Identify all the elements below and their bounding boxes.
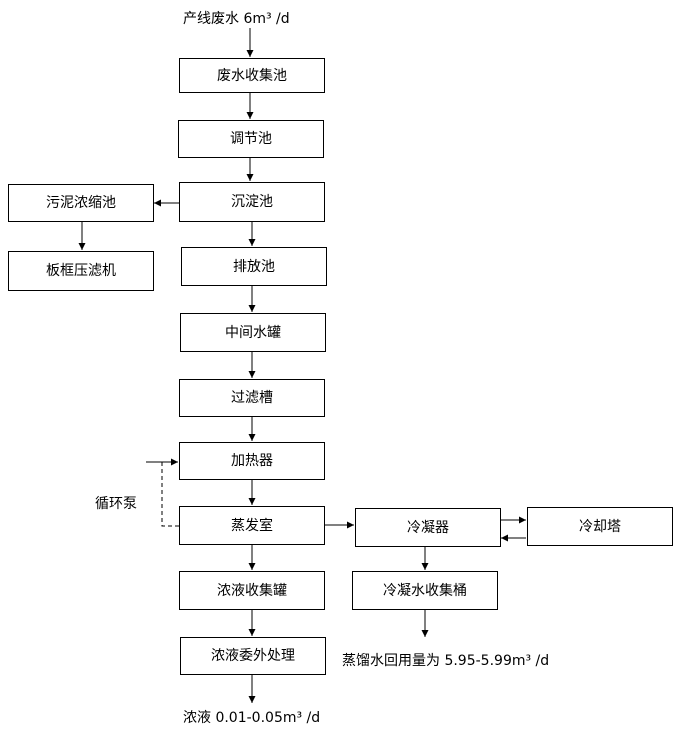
recycle-water-label: 蒸馏水回用量为 5.95-5.99m³ /d: [342, 653, 550, 669]
box-evaporator: 蒸发室: [179, 506, 325, 545]
box-outsourcing: 浓液委外处理: [180, 637, 326, 675]
box-cooling-tower: 冷却塔: [527, 507, 673, 546]
box-sludge-thickener: 污泥浓缩池: [8, 184, 154, 222]
box-discharge-pool: 排放池: [181, 247, 327, 286]
box-collect-pool: 废水收集池: [179, 58, 325, 93]
box-adjust-pool: 调节池: [178, 120, 324, 158]
box-settle-pool: 沉淀池: [179, 182, 325, 222]
box-condensate-bucket: 冷凝水收集桶: [352, 571, 498, 610]
box-plate-press: 板框压滤机: [8, 251, 154, 291]
box-heater: 加热器: [179, 442, 325, 480]
output-concentrate-label: 浓液 0.01-0.05m³ /d: [183, 710, 321, 726]
box-filter-tank: 过滤槽: [179, 379, 325, 417]
box-concentrate-tank: 浓液收集罐: [179, 571, 325, 610]
input-flow-label: 产线废水 6m³ /d: [183, 11, 290, 27]
pump-loop-dashed-line: [161, 462, 179, 527]
circulation-pump-label: 循环泵: [95, 496, 137, 512]
box-middle-tank: 中间水罐: [180, 313, 326, 352]
box-condenser: 冷凝器: [355, 508, 501, 547]
